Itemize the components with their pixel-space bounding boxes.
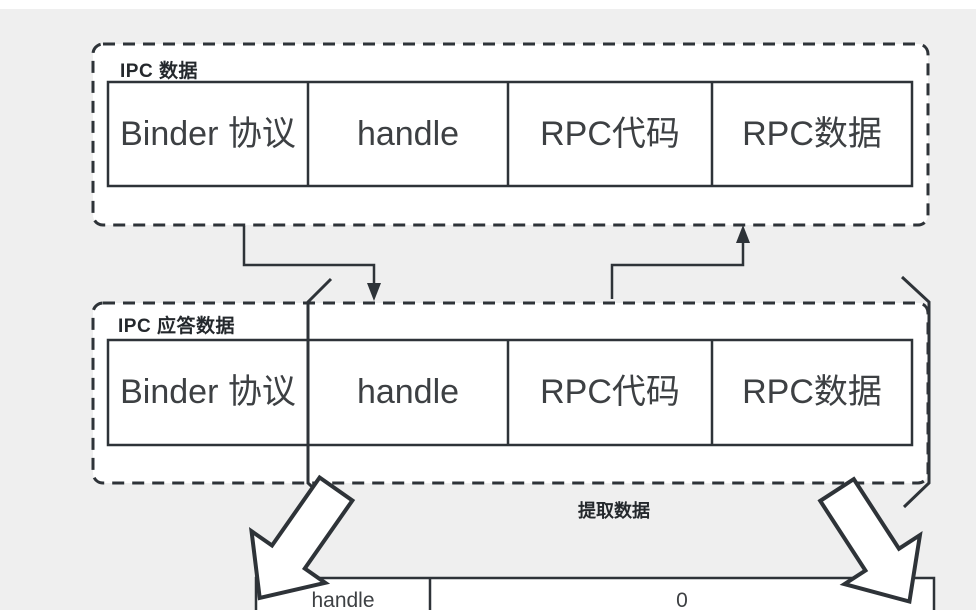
ipc-reply-box-label: IPC 应答数据 — [118, 316, 235, 337]
ipc-reply-cell-handle: handle — [356, 373, 460, 411]
ipc-data-table — [106, 80, 914, 188]
big-arrow-down-right-icon — [817, 476, 923, 605]
ipc-reply-table — [106, 338, 914, 447]
ipc-reply-cell-rpc-data: RPC数据 — [742, 373, 882, 411]
ipc-data-cell-binder-protocol: Binder 协议 — [120, 115, 296, 153]
result-cell-value: 0 — [676, 589, 688, 610]
ipc-data-cell-rpc-data: RPC数据 — [742, 115, 882, 153]
connector-down-arrowhead-icon — [367, 283, 381, 301]
connector-up-line — [610, 240, 745, 299]
result-table — [254, 576, 936, 610]
result-cell-handle: handle — [311, 589, 375, 610]
big-arrow-down-left-icon — [248, 474, 356, 601]
top-margin-strip — [0, 0, 976, 9]
connector-down-line — [242, 226, 376, 286]
ipc-reply-cell-binder-protocol: Binder 协议 — [120, 373, 296, 411]
ipc-data-cell-handle: handle — [356, 115, 460, 153]
connector-up-arrowhead-icon — [736, 225, 750, 243]
ipc-data-cell-rpc-code: RPC代码 — [540, 115, 680, 153]
ipc-data-box-label: IPC 数据 — [120, 61, 198, 82]
extract-data-label: 提取数据 — [578, 501, 650, 521]
ipc-reply-cell-rpc-code: RPC代码 — [540, 373, 680, 411]
right-extract-bracket — [900, 275, 931, 509]
